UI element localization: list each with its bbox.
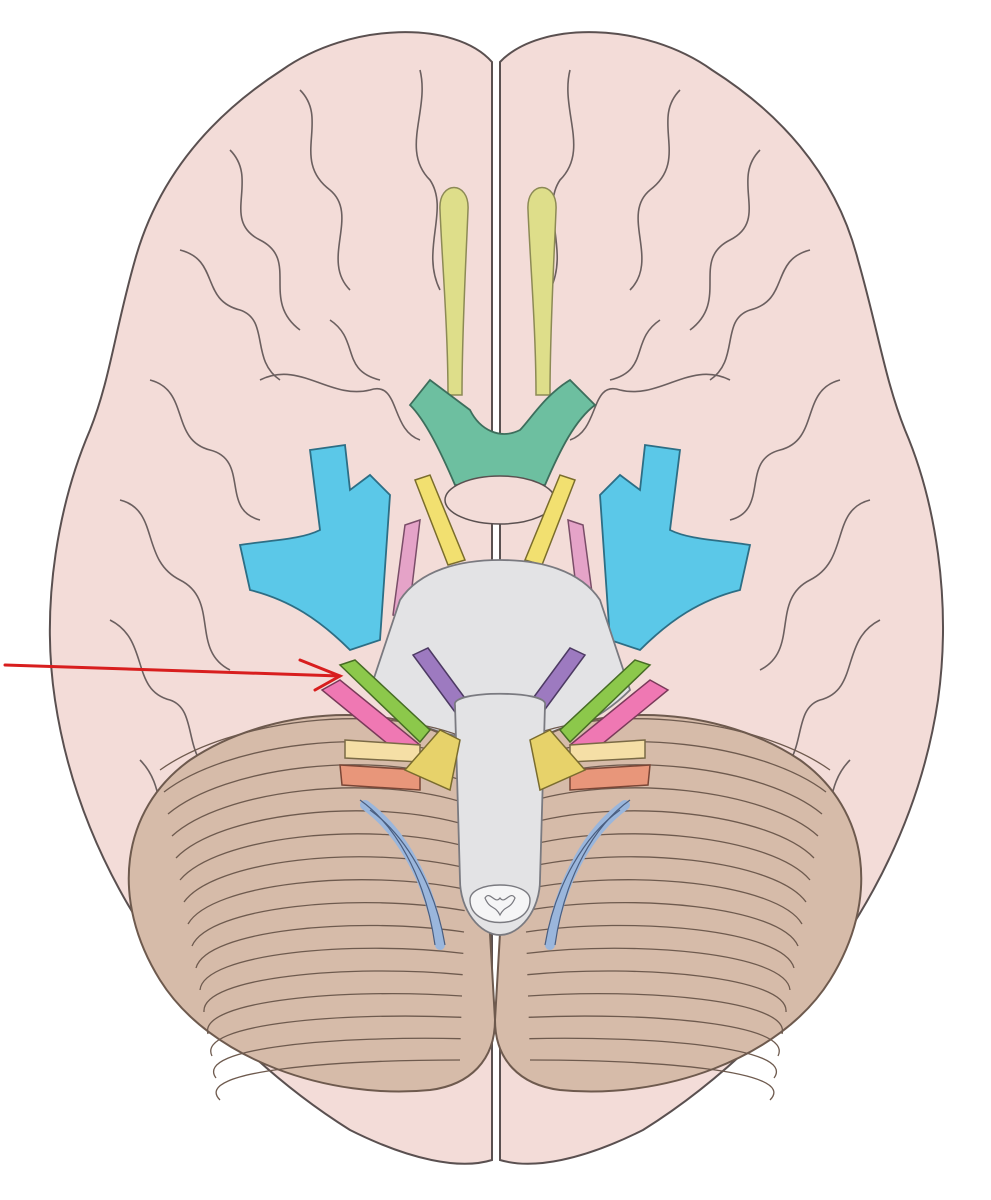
folium-left bbox=[171, 787, 469, 837]
folium-left bbox=[210, 1015, 462, 1057]
folium-right bbox=[525, 901, 799, 947]
arrow-head bbox=[298, 658, 344, 692]
folium-left bbox=[199, 947, 464, 991]
folium-right bbox=[523, 856, 807, 903]
trigeminal-nerve-right bbox=[599, 443, 752, 652]
folium-left bbox=[179, 833, 467, 881]
folium-right bbox=[525, 924, 795, 969]
oculomotor-nerve-right bbox=[523, 474, 576, 566]
folium-left bbox=[213, 1037, 461, 1079]
folium-right bbox=[522, 810, 815, 859]
pointer-arrow bbox=[3, 658, 344, 692]
vagus-nerve-left bbox=[339, 764, 421, 791]
folium-left bbox=[207, 993, 463, 1035]
folium-left bbox=[195, 924, 465, 969]
folium-left bbox=[215, 1059, 461, 1101]
folium-left bbox=[191, 901, 465, 947]
cerebellar-folia bbox=[159, 718, 831, 1101]
hypoglossal-nerve-right bbox=[529, 729, 587, 792]
folium-right bbox=[527, 970, 787, 1013]
folium-right bbox=[529, 1059, 775, 1101]
spinal-grey-matter bbox=[484, 895, 516, 917]
cerebellum bbox=[127, 714, 863, 1101]
folium-right bbox=[523, 833, 811, 881]
oculomotor-nerve-left bbox=[414, 474, 467, 566]
vagus-nerve-right bbox=[569, 764, 651, 791]
olfactory-bulb-left bbox=[439, 186, 469, 396]
hypoglossal-nerve-left bbox=[403, 729, 461, 792]
folium-right bbox=[526, 947, 791, 991]
folium-left bbox=[175, 810, 468, 859]
olfactory-nerves bbox=[439, 186, 557, 396]
folium-left bbox=[159, 718, 471, 771]
folium-left bbox=[183, 856, 467, 903]
facial-nerve-left bbox=[338, 659, 432, 744]
folium-right bbox=[528, 1015, 780, 1057]
spinal-cord-section bbox=[469, 884, 531, 924]
trigeminal-nerve-left bbox=[238, 443, 391, 652]
folium-left bbox=[203, 970, 463, 1013]
medulla-oblongata bbox=[454, 692, 546, 936]
folium-right bbox=[529, 1037, 777, 1079]
folium-right bbox=[521, 787, 819, 837]
facial-nerve-right bbox=[558, 659, 652, 744]
olfactory-bulb-right bbox=[527, 186, 557, 396]
pituitary-stalk bbox=[444, 475, 556, 525]
optic-chiasm bbox=[408, 378, 597, 486]
folium-right bbox=[527, 993, 783, 1035]
folium-right bbox=[519, 718, 831, 771]
arrow-shaft bbox=[3, 663, 342, 678]
